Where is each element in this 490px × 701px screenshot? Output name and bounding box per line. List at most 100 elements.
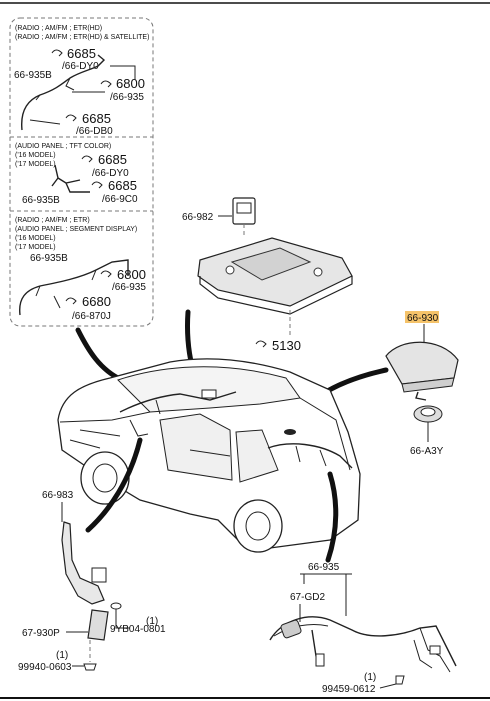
section1-part: 66-935B <box>14 70 52 81</box>
roof-module: 66-982 5130 <box>182 197 353 353</box>
clip-qty: (1) <box>146 616 158 627</box>
roof-module-part: 66-982 <box>182 212 214 223</box>
car-rear-harness-branch <box>295 445 327 467</box>
roof-switch-face <box>236 202 252 214</box>
harness-bolt-leader <box>379 683 397 689</box>
car-roof <box>117 366 301 413</box>
section3-part: 66-935B <box>30 253 68 264</box>
car-side-window <box>159 413 233 481</box>
section3-line2: (AUDIO PANEL ; SEGMENT DISPLAY) <box>15 226 137 233</box>
bracket-body <box>61 521 105 605</box>
section2-part: 66-935B <box>22 195 60 206</box>
roof-console-screw <box>313 267 323 277</box>
clip-icon <box>110 602 122 610</box>
section3-ref1-code: 6800 <box>117 267 146 282</box>
ref-icon <box>91 181 103 189</box>
car-roof-module-marker <box>201 389 217 399</box>
section1-wire <box>21 54 106 131</box>
roof-console-edge <box>199 276 353 315</box>
section2-ref1-sub: /66-DY0 <box>92 168 129 179</box>
bracket-part: 66-983 <box>42 490 74 501</box>
car-rear-window <box>235 429 279 483</box>
car-rear-hub <box>245 511 271 541</box>
harness-part: 66-935 <box>308 562 340 573</box>
car-front-harness <box>119 391 237 413</box>
antenna-part: 66-930 <box>407 313 439 324</box>
car-antenna-marker <box>284 429 296 435</box>
antenna: 66-930 66-A3Y <box>385 311 459 457</box>
harness-cable-twin <box>273 623 329 637</box>
shark-fin-base <box>401 377 455 393</box>
car-rear-harness <box>267 443 353 469</box>
leader-car-to-harness <box>325 471 339 563</box>
section3-line1: (RADIO ; AM/FM ; ETR) <box>15 217 90 224</box>
section1-line2: (RADIO ; AM/FM ; ETR(HD) & SATELLITE) <box>15 34 149 41</box>
car-front-detail <box>69 429 121 449</box>
harness-sub-part: 67-GD2 <box>290 592 325 603</box>
variant-box-frame <box>9 17 154 327</box>
car-front-harness-branch <box>129 399 161 437</box>
antenna-gasket-hole <box>420 407 436 417</box>
harness-bolt-part: 99459-0612 <box>322 684 376 695</box>
section1-ref1-code: 6685 <box>67 46 96 61</box>
section3-ref2-code: 6680 <box>82 294 111 309</box>
ref-icon <box>100 80 112 88</box>
section2-line3: ('17 MODEL) <box>15 161 56 168</box>
section2-line1: (AUDIO PANEL ; TFT COLOR) <box>15 143 111 150</box>
ref-icon <box>65 114 77 122</box>
section2-wire <box>51 164 90 193</box>
bolt-qty: (1) <box>56 650 68 661</box>
ref-icon <box>51 49 63 57</box>
section2-line2: ('16 MODEL) <box>15 152 56 159</box>
ref-icon <box>81 155 93 163</box>
sensor-body <box>87 609 109 641</box>
leader-box-to-car <box>75 327 125 383</box>
section1-branch <box>35 77 75 101</box>
shark-fin <box>385 341 459 385</box>
roof-console-recess <box>230 247 312 281</box>
section2-ref1-code: 6685 <box>98 152 127 167</box>
roof-switch <box>232 197 256 225</box>
section3-branch <box>35 269 97 309</box>
section2-ref2-code: 6685 <box>108 178 137 193</box>
antenna-part-highlight <box>405 311 439 323</box>
car-rear-line <box>299 397 351 471</box>
clip-part: 9YB04-0801 <box>110 624 166 635</box>
car-door-handle <box>189 449 231 457</box>
car-rear-wheel <box>233 499 283 553</box>
car-hood-line <box>59 411 151 423</box>
car-front-hub <box>92 463 118 493</box>
antenna-base-part: 66-A3Y <box>410 446 444 457</box>
section1-line1: (RADIO ; AM/FM ; ETR(HD) <box>15 25 102 32</box>
section1-ref2-sub: /66-935 <box>110 92 144 103</box>
roof-module-ref: 5130 <box>272 338 301 353</box>
harness-bolt-qty: (1) <box>364 672 376 683</box>
antenna-cable <box>415 391 427 401</box>
bolt-icon <box>83 663 97 671</box>
section1-connector <box>110 65 136 80</box>
variant-box: (RADIO ; AM/FM ; ETR(HD) (RADIO ; AM/FM … <box>9 17 154 327</box>
bolt-part: 99940-0603 <box>18 662 72 673</box>
section3-ref2-sub: /66-870J <box>72 311 111 322</box>
harness-bolt-icon <box>395 675 405 685</box>
ref-icon <box>65 297 77 305</box>
bracket-connector <box>91 567 107 583</box>
harness-connector <box>280 619 302 639</box>
sensor-part: 67-930P <box>22 628 60 639</box>
section2-ref2-sub: /66-9C0 <box>102 194 138 205</box>
harness-assembly: 66-935 67-GD2 (1) 99459-0612 <box>269 562 457 695</box>
ref-icon <box>255 340 267 348</box>
section1-ref3-code: 6685 <box>82 111 111 126</box>
roof-console-screw <box>225 265 235 275</box>
section1-ref3-sub: /66-DB0 <box>76 126 113 137</box>
section3-ref1-sub: /66-935 <box>112 282 146 293</box>
section3-line4: ('17 MODEL) <box>15 244 56 251</box>
section1-ref2-code: 6800 <box>116 76 145 91</box>
section1-ref1-sub: /66-DY0 <box>62 61 99 72</box>
ref-icon <box>100 270 112 278</box>
clip-leader <box>115 609 130 629</box>
section1-leader <box>29 91 105 125</box>
harness-branch-right2 <box>413 639 433 669</box>
leader-car-to-bracket <box>85 437 143 533</box>
